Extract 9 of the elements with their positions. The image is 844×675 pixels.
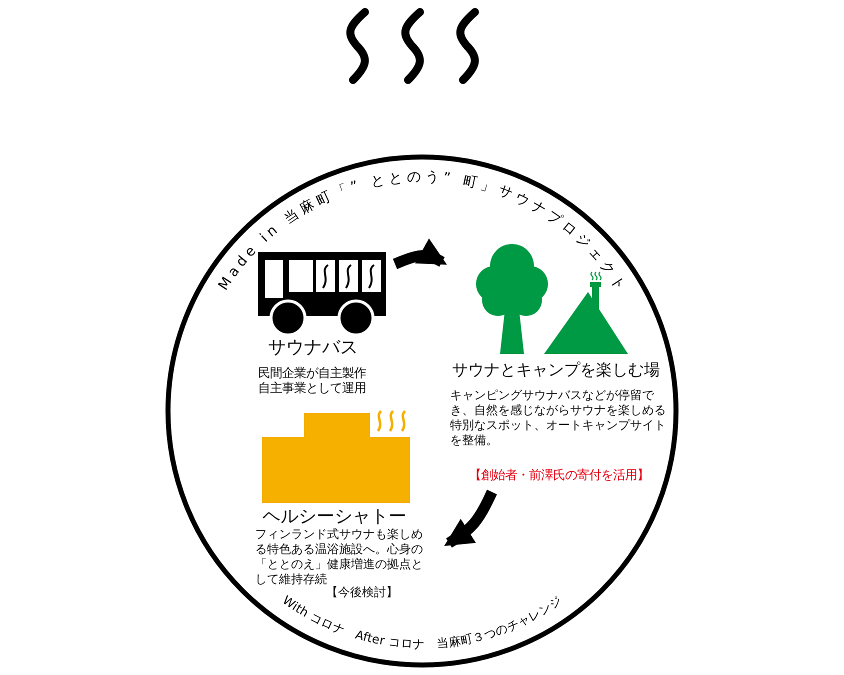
node-note: 【今後検討】	[325, 585, 399, 601]
node-title: サウナバス	[267, 336, 359, 360]
node-description: キャンピングサウナバスなどが停留でき、自然を感じながらサウナを楽しめる特別なスポット、オートキャンプサイトを整備。	[450, 388, 667, 448]
node-note: 【創始者・前澤氏の寄付を活用】	[468, 468, 650, 484]
curved-arrow	[444, 490, 497, 548]
node-title: ヘルシーシャトー	[262, 505, 408, 528]
node-description: フィンランド式サウナも楽しめる特色ある温浴施設へ。心身の「ととのえ」健康増進の拠点として維持存続	[255, 527, 424, 586]
node-title: サウナとキャンプを楽しむ場	[451, 360, 661, 381]
node-description: 民間企業が自主製作自主事業として運用	[258, 366, 367, 397]
